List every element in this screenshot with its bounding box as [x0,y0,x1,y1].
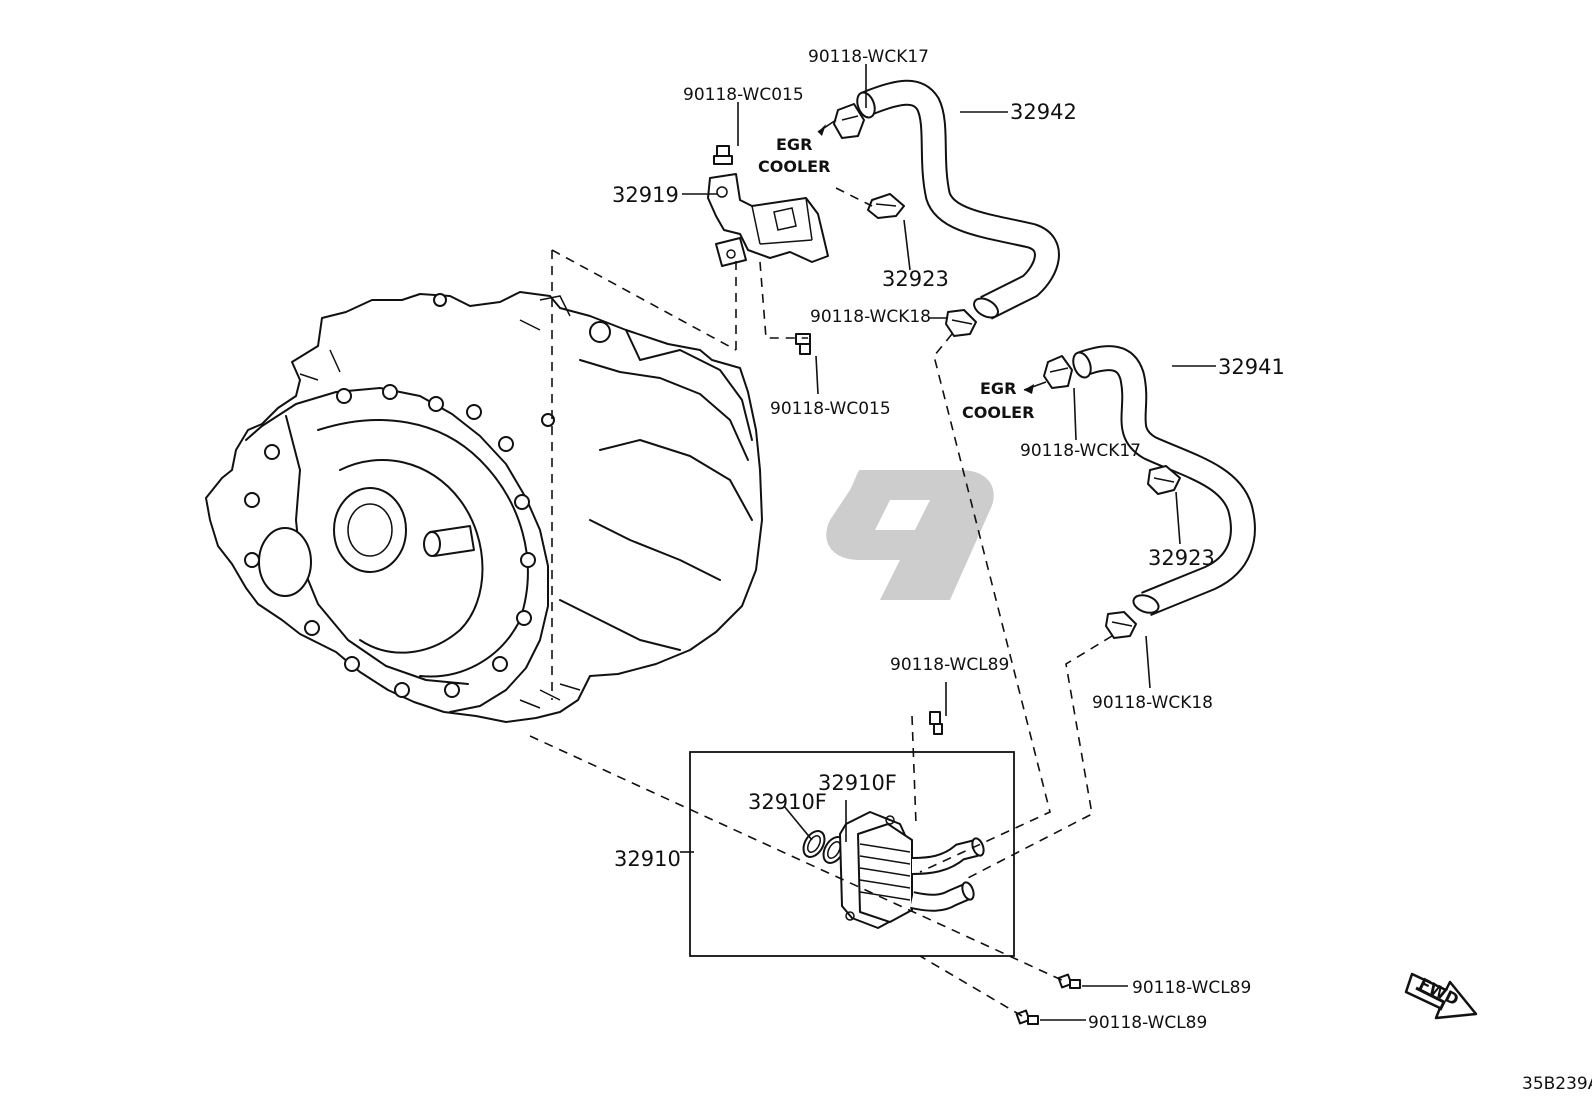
label-oil-cooler: 32910 [614,847,681,871]
label-egr-lower-line2: COOLER [962,403,1034,422]
label-bracket: 32919 [612,183,679,207]
bracket-32919 [707,173,829,267]
oring-pair-icon [802,830,846,864]
label-hose-lower: 32941 [1218,355,1285,379]
transaxle-assembly [205,291,763,723]
label-bolt-cooler-bottom: 90118-WCL89 [1088,1013,1207,1033]
hose-32942 [856,79,1060,320]
bolt-top-icon [713,145,733,165]
bolt-bracket-bottom-icon [795,333,811,355]
clip-lower-right-icon [1105,611,1137,639]
label-oring-right: 32910F [818,771,897,795]
label-clamp-upper: 32923 [882,267,949,291]
fwd-arrow-icon: FWD [1404,972,1478,1020]
watermark-logo [826,470,994,600]
label-hose-upper: 32942 [1010,100,1077,124]
clamp-lower-icon [1147,465,1181,495]
bolt-cooler-top-icon [929,711,943,735]
label-clip-upper-right: 90118-WCK18 [810,307,931,327]
clip-lower-icon [1043,355,1073,389]
label-egr-upper-line1: EGR [776,135,812,154]
clamp-upper-icon [867,193,905,219]
bolt-cooler-right-icon [1057,973,1081,989]
dashed-guide-lines [529,187,1113,1017]
label-bolt-bracket-bottom: 90118-WC015 [770,399,891,419]
label-clamp-lower: 32923 [1148,546,1215,570]
clip-upper-right-icon [945,309,977,337]
label-oring-left: 32910F [748,790,827,814]
label-bolt-bracket-top: 90118-WC015 [683,85,804,105]
leader-lines [680,64,1216,1021]
label-egr-lower-line1: EGR [980,379,1016,398]
oil-cooler-icon [839,811,985,929]
label-bolt-cooler-right: 90118-WCL89 [1132,978,1251,998]
label-clip-upper-left: 90118-WCK17 [808,47,929,67]
part-labels: 90118-WCK17 90118-WC015 32942 EGR COOLER… [612,47,1285,1033]
label-clip-lower-right: 90118-WCK18 [1092,693,1213,713]
hose-32941 [1072,345,1256,617]
label-bolt-cooler-top: 90118-WCL89 [890,655,1009,675]
label-egr-upper-line2: COOLER [758,157,830,176]
clip-upper-icon [833,103,865,139]
bolt-cooler-bottom-icon [1015,1009,1039,1025]
label-clip-lower-left: 90118-WCK17 [1020,441,1141,461]
diagram-id: 35B239A [1522,1074,1592,1094]
